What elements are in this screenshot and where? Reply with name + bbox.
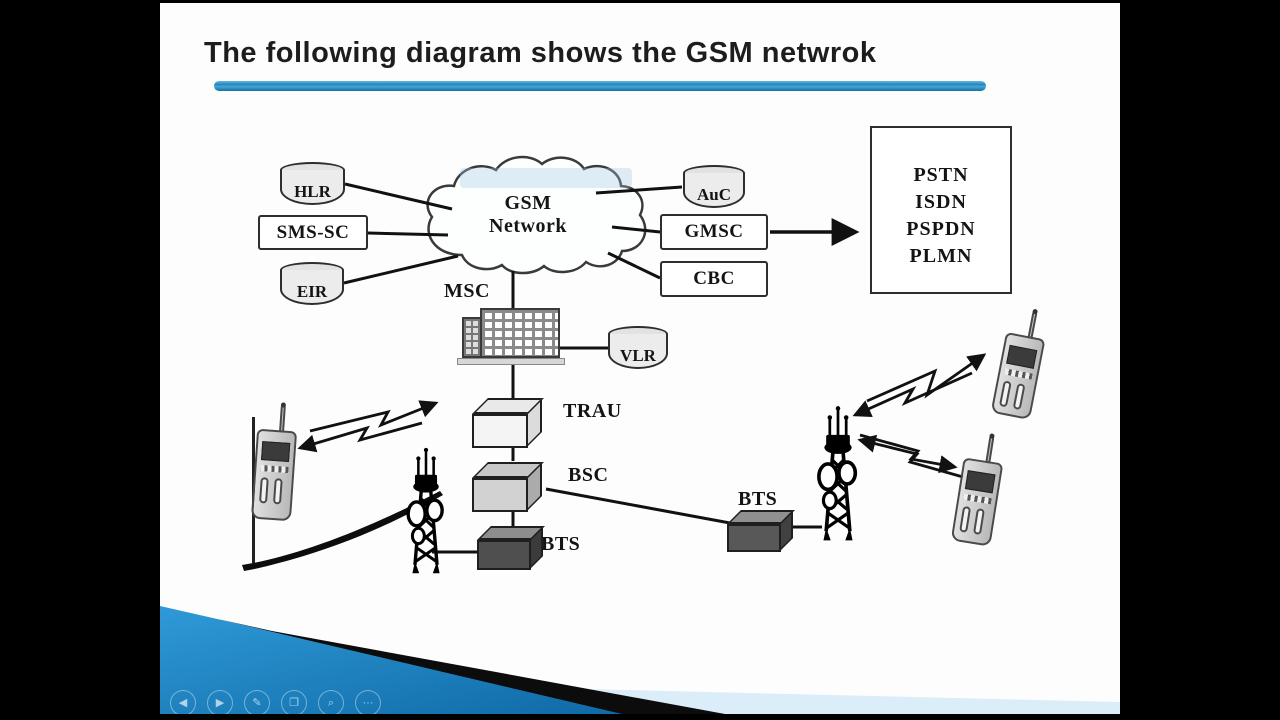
next-slide-button[interactable]: ▶ <box>207 690 233 714</box>
connector-lines <box>343 182 822 554</box>
template-blue-wedge <box>160 606 622 714</box>
zoom-button[interactable]: ⌕ <box>318 690 344 714</box>
title-underline <box>214 81 986 91</box>
bsc-label: BSC <box>568 464 609 486</box>
external-network-pspdn: PSPDN <box>906 218 976 240</box>
cell-tower-left <box>406 446 444 575</box>
gmsc-node: GMSC <box>660 214 768 250</box>
cell-tower-right <box>817 404 858 543</box>
more-options-button[interactable]: ··· <box>355 690 381 714</box>
eir-node: EIR <box>280 262 344 305</box>
watermark-smudge <box>460 168 632 188</box>
previous-slide-button[interactable]: ◀ <box>170 690 196 714</box>
cbc-node: CBC <box>660 261 768 297</box>
mobile-phone-left <box>250 405 298 522</box>
trau-label: TRAU <box>563 400 622 422</box>
ground-swoosh <box>242 491 443 571</box>
msc-building <box>457 308 565 366</box>
presentation-slide: The following diagram shows the GSM netw… <box>160 3 1120 714</box>
auc-node: AuC <box>683 165 745 208</box>
pen-tool-button[interactable]: ✎ <box>244 690 270 714</box>
see-all-slides-button[interactable]: ❐ <box>281 690 307 714</box>
eir-label: EIR <box>296 282 328 301</box>
diagram-artwork <box>160 155 1120 714</box>
bts-left-label: BTS <box>541 533 581 555</box>
bts-right-label: BTS <box>738 488 778 510</box>
external-networks-box: PSTN ISDN PSPDN PLMN <box>870 126 1012 294</box>
external-network-isdn: ISDN <box>915 191 967 213</box>
sms-sc-label: SMS-SC <box>276 221 350 243</box>
auc-label: AuC <box>696 185 731 204</box>
sms-sc-node: SMS-SC <box>258 215 368 250</box>
hlr-label: HLR <box>294 182 331 201</box>
cbc-label: CBC <box>693 268 735 289</box>
external-network-plmn: PLMN <box>909 245 973 267</box>
msc-label: MSC <box>444 280 490 302</box>
vlr-node: VLR <box>608 326 668 369</box>
gmsc-label: GMSC <box>684 221 744 242</box>
slide-title: The following diagram shows the GSM netw… <box>204 37 877 69</box>
external-network-pstn: PSTN <box>913 164 969 186</box>
vlr-label: VLR <box>620 346 656 365</box>
gsm-cloud-label: GSM Network <box>489 192 567 237</box>
hlr-node: HLR <box>280 162 345 205</box>
gsm-cloud-shape <box>426 155 647 275</box>
radio-link-arrows <box>297 353 987 479</box>
presenter-controls: ◀ ▶ ✎ ❐ ⌕ ··· <box>170 690 381 714</box>
